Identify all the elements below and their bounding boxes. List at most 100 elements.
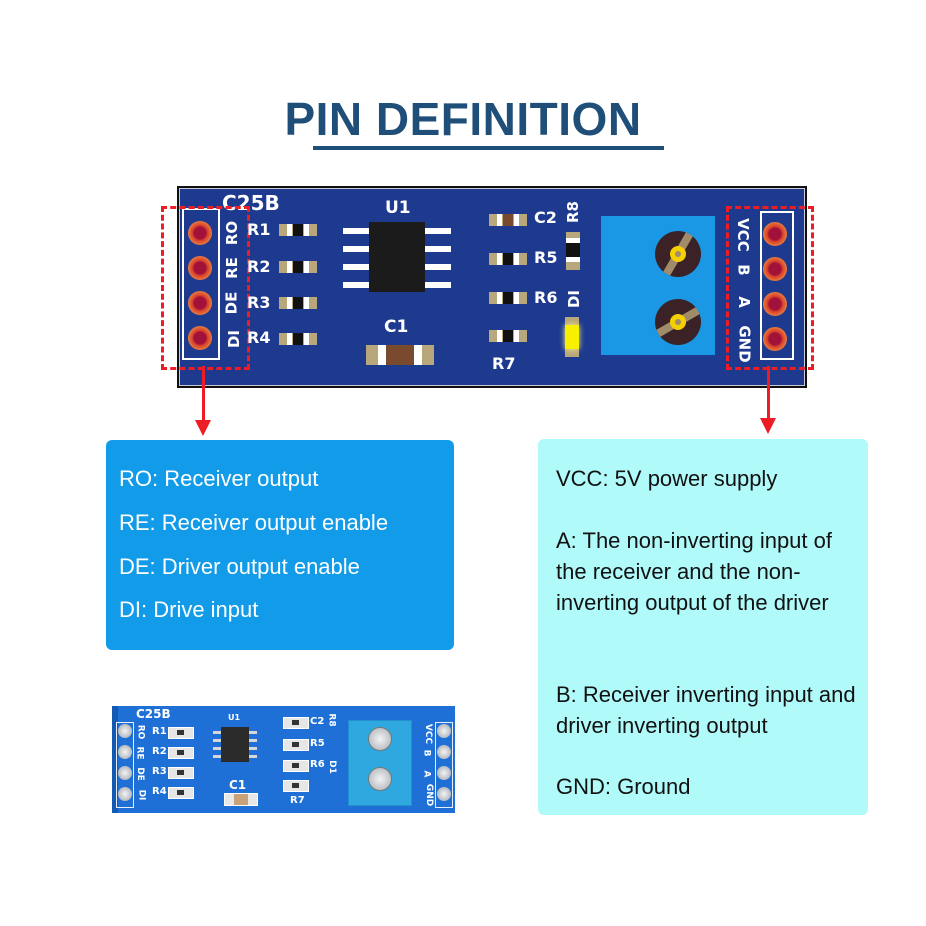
board-model-label: C25B — [222, 191, 280, 215]
desc-a: A: The non-inverting input of the receiv… — [556, 528, 832, 615]
photo-resistor — [168, 787, 194, 799]
led-indicator — [565, 317, 579, 357]
r7-label: R7 — [492, 354, 516, 373]
photo-model-label: C25B — [136, 707, 171, 721]
photo-pin — [118, 745, 132, 759]
photo-chip-lead — [249, 739, 257, 742]
r6-label: R6 — [534, 288, 558, 307]
photo-resistor — [168, 767, 194, 779]
chip-lead — [343, 228, 369, 234]
photo-pin-label-ro: RO — [135, 724, 146, 740]
photo-pin-label-a: A — [421, 770, 432, 778]
resistor-r4 — [279, 333, 317, 345]
photo-pin — [118, 766, 132, 780]
left-arrow-line — [202, 366, 205, 422]
capacitor-c1 — [366, 345, 434, 365]
photo-chip-lead — [213, 739, 221, 742]
photo-r5-label: R5 — [310, 738, 325, 749]
photo-terminal-screw-top — [368, 727, 392, 751]
photo-right-pin-header — [435, 722, 453, 808]
photo-pin — [437, 766, 451, 780]
r2-label: R2 — [247, 257, 271, 276]
photo-pin — [118, 787, 132, 801]
photo-r3-label: R3 — [152, 766, 167, 777]
photo-r2-label: R2 — [152, 746, 167, 757]
photo-terminal-screw-bottom — [368, 767, 392, 791]
photo-r8-label: R8 — [326, 713, 337, 727]
chip-lead — [343, 264, 369, 270]
photo-chip-lead — [249, 731, 257, 734]
led-label: DI — [565, 289, 584, 309]
right-pin-header — [760, 211, 794, 360]
photo-pin — [437, 745, 451, 759]
capacitor-label: C1 — [384, 317, 409, 337]
photo-chip-label: U1 — [228, 713, 241, 722]
photo-chip-lead — [213, 755, 221, 758]
terminal-screw-top — [655, 231, 701, 277]
photo-r6-label: R6 — [310, 759, 325, 770]
photo-resistor-r7 — [283, 780, 309, 792]
photo-capacitor-label: C1 — [229, 778, 247, 792]
photo-led-label: D1 — [326, 760, 337, 774]
r3-label: R3 — [247, 293, 271, 312]
r4-label: R4 — [247, 328, 271, 347]
pin-gnd — [763, 327, 787, 351]
right-pins-description-box: VCC: 5V power supply A: The non-invertin… — [538, 439, 868, 815]
photo-chip-lead — [213, 731, 221, 734]
r1-label: R1 — [247, 220, 271, 239]
chip-label: U1 — [385, 198, 411, 218]
chip-lead — [425, 228, 451, 234]
photo-resistor-r5 — [283, 739, 309, 751]
right-arrow-head-icon — [760, 418, 776, 434]
chip-lead — [425, 282, 451, 288]
left-pin-highlight — [161, 206, 250, 370]
photo-chip-lead — [249, 747, 257, 750]
resistor-r3 — [279, 297, 317, 309]
terminal-screw-bottom — [655, 299, 701, 345]
photo-pin-label-gnd: GND — [424, 783, 435, 807]
photo-pin-label-vcc: VCC — [423, 723, 434, 745]
resistor-r1 — [279, 224, 317, 236]
r8-label: R8 — [564, 201, 582, 223]
chip-lead — [425, 264, 451, 270]
photo-pin-label-di: DI — [136, 789, 147, 801]
pin-re — [188, 256, 212, 280]
pin-b — [763, 257, 787, 281]
page-title: PIN DEFINITION — [284, 93, 642, 145]
photo-c2-label: C2 — [310, 716, 325, 727]
photo-pin — [118, 724, 132, 738]
resistor-r2 — [279, 261, 317, 273]
left-pin-header — [182, 208, 220, 360]
photo-pin-label-b: B — [421, 749, 432, 757]
capacitor-c2 — [489, 214, 527, 226]
pin-vcc — [763, 222, 787, 246]
photo-capacitor-c2 — [283, 717, 309, 729]
left-arrow-head-icon — [195, 420, 211, 436]
resistor-r7 — [489, 330, 527, 342]
resistor-r5 — [489, 253, 527, 265]
photo-chip-lead — [213, 747, 221, 750]
chip-lead — [343, 246, 369, 252]
resistor-r6 — [489, 292, 527, 304]
pin-ro — [188, 221, 212, 245]
title-underline — [313, 146, 664, 150]
photo-r7-label: R7 — [290, 795, 305, 806]
chip-lead — [425, 246, 451, 252]
c2-label: C2 — [534, 208, 557, 227]
desc-gnd: GND: Ground — [556, 774, 691, 799]
right-arrow-line — [767, 366, 770, 420]
resistor-r8 — [566, 232, 580, 270]
r5-label: R5 — [534, 248, 558, 267]
chip-lead — [343, 282, 369, 288]
photo-pin-label-re: RE — [134, 746, 145, 760]
photo-resistor — [168, 747, 194, 759]
photo-chip-lead — [249, 755, 257, 758]
photo-pin — [437, 787, 451, 801]
pin-de — [188, 291, 212, 315]
desc-re: RE: Receiver output enable — [119, 510, 389, 535]
desc-de: DE: Driver output enable — [119, 554, 360, 579]
photo-capacitor-c1 — [224, 793, 258, 806]
chip-u1 — [369, 222, 425, 292]
photo-r1-label: R1 — [152, 726, 167, 737]
photo-r4-label: R4 — [152, 786, 167, 797]
